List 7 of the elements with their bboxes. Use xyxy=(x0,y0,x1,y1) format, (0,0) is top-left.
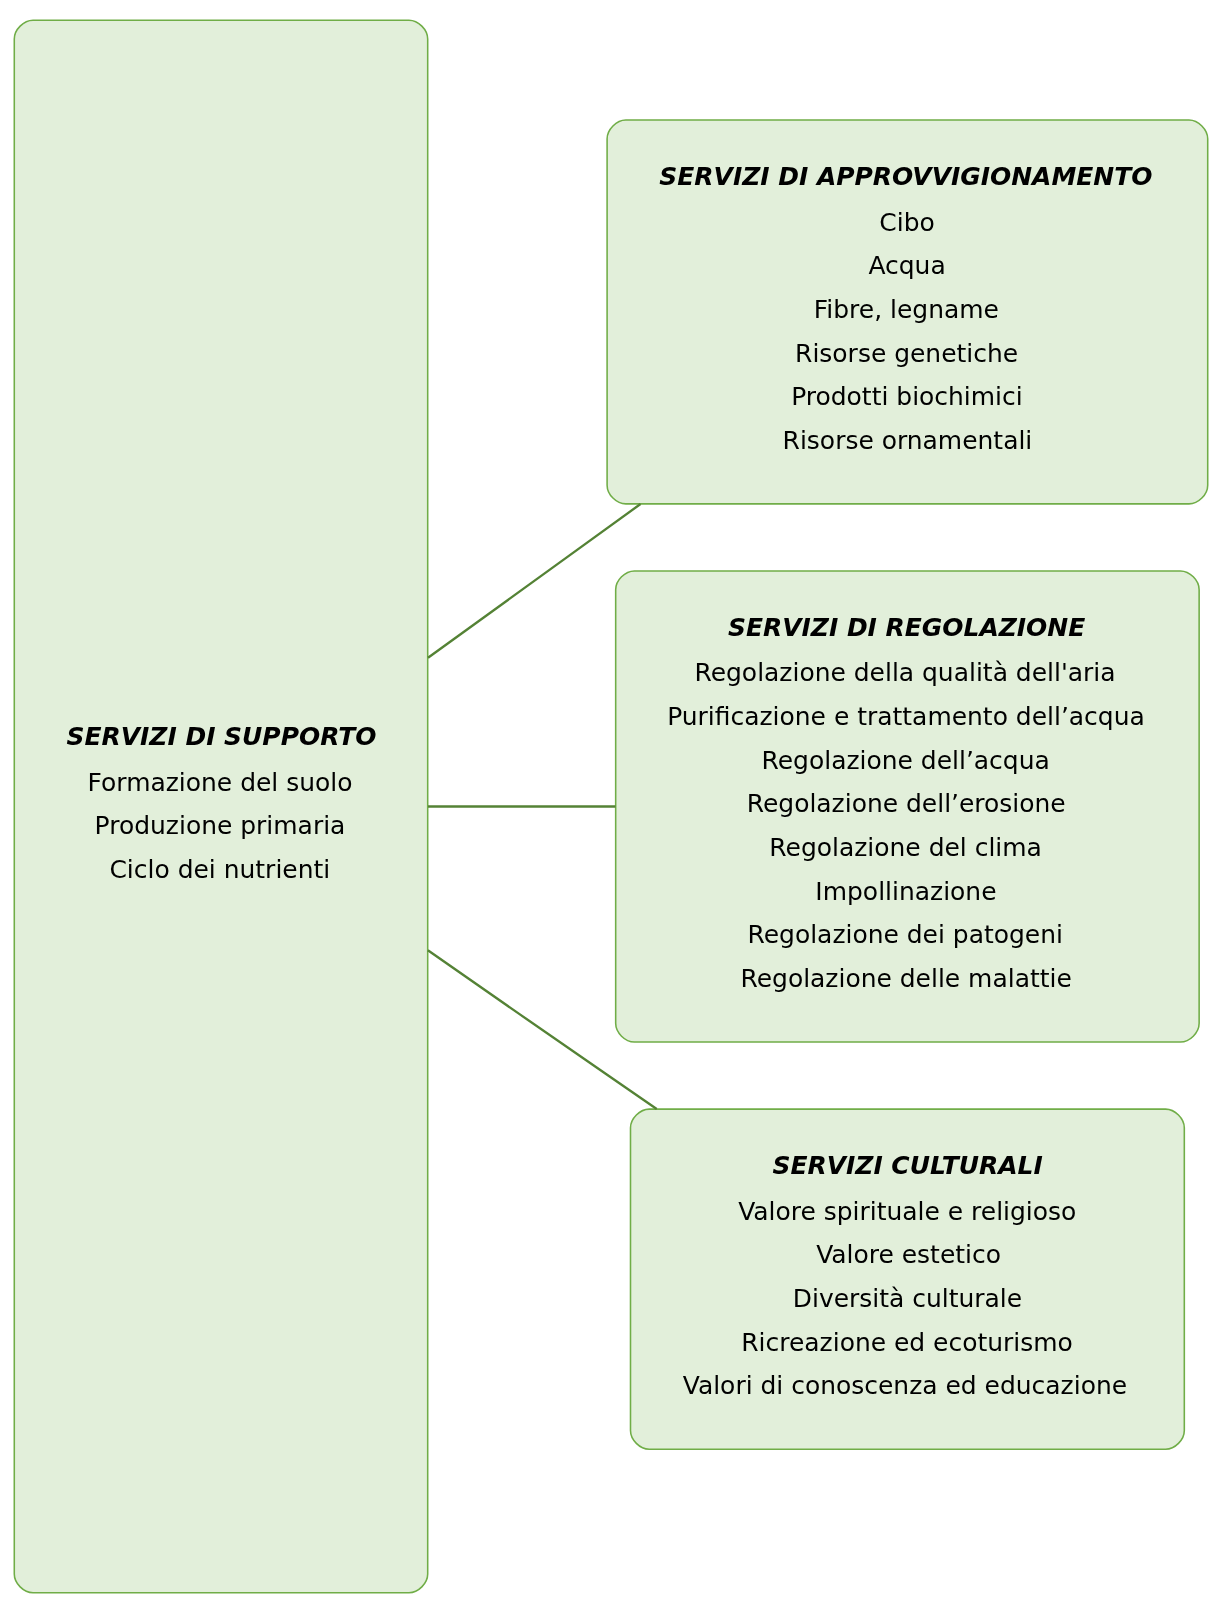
connector xyxy=(427,503,642,659)
node-box: SERVIZI CULTURALI Valore spirituale e religioso Valore estetico Diversità culturale Ricreazione ed ecoturismo Valori di conoscenza ed educazione xyxy=(629,1108,1186,1450)
connector xyxy=(427,949,658,1110)
node-box: SERVIZI DI APPROVVIGIONAMENTO Cibo Acqua Fibre, legname Risorse genetiche Prodotti biochimici Risorse ornamentali xyxy=(606,119,1209,505)
node-box: SERVIZI DI REGOLAZIONE Regolazione della qualità dell'aria Purificazione e trattamento dell’acqua Regolazione dell’acqua Regolazione dell’erosione Regolazione del clima Impollinazione Regolazione dei patogeni Regolazione delle malattie xyxy=(614,570,1200,1043)
node-box: SERVIZI DI SUPPORTO Formazione del suolo Produzione primaria Ciclo dei nutrienti xyxy=(13,19,429,1594)
connector xyxy=(428,805,616,808)
